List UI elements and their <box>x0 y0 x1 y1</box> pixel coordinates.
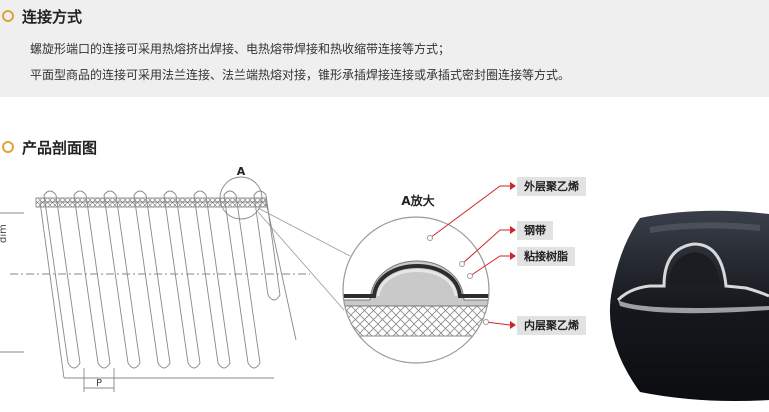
pipe-ribs <box>43 190 281 369</box>
section-heading: 产品剖面图 <box>0 136 97 158</box>
section-title: 产品剖面图 <box>22 138 98 157</box>
pitch-label: P <box>96 378 102 389</box>
zoom-detail <box>342 216 490 364</box>
zoom-connector <box>257 207 351 257</box>
detail-a-label: A <box>237 165 246 178</box>
layer-tag-adhesive-resin: 粘接树脂 <box>517 247 575 266</box>
connection-heading: 连接方式 <box>0 5 82 27</box>
connection-section: 连接方式 螺旋形端口的连接可采用热熔挤出焊接、电热熔带焊接和热收缩带连接等方式；… <box>0 0 769 97</box>
layer-tag-outer-pe: 外层聚乙烯 <box>517 177 586 196</box>
layer-tag-steel-band: 钢带 <box>517 221 553 240</box>
connection-line-2: 平面型商品的连接可采用法兰连接、法兰端热熔对接，锥形承插焊接连接或承插式密封圈连… <box>30 68 571 82</box>
pipe-photo <box>609 210 769 401</box>
spiral-pipe-drawing <box>0 176 310 392</box>
layer-tag-inner-pe: 内层聚乙烯 <box>517 316 586 335</box>
zoom-title: A放大 <box>401 193 434 208</box>
circle-bullet-icon <box>2 141 14 153</box>
circle-bullet-icon <box>2 10 14 22</box>
cross-section-diagram: A dim P A放大 <box>0 165 769 401</box>
dim-label: dim <box>0 224 9 243</box>
connection-title: 连接方式 <box>22 7 83 26</box>
connection-line-1: 螺旋形端口的连接可采用热熔挤出焊接、电热熔带焊接和热收缩带连接等方式； <box>30 42 451 56</box>
zoom-connector <box>257 211 345 311</box>
detail-a-circle <box>219 176 263 220</box>
leader-lines <box>427 182 516 329</box>
